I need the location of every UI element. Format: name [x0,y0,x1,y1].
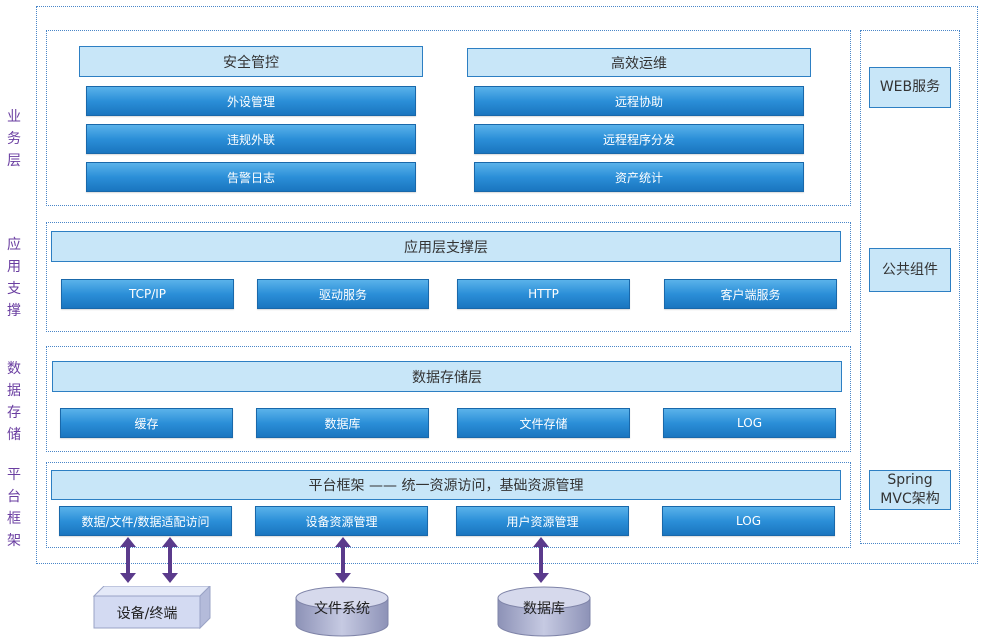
web-service-label: WEB服务 [879,79,941,95]
double-arrow-icon [162,537,178,583]
database-box: 数据库 [256,408,429,438]
peripheral-management-box: 外设管理 [86,86,416,116]
client-service-box: 客户端服务 [664,279,837,309]
double-arrow-icon [120,537,136,583]
app-support-layer-region [46,222,851,332]
storage-log-box: LOG [663,408,836,438]
file-storage-box: 文件存储 [457,408,630,438]
spring-mvc-box: Spring MVC架构 [869,470,951,510]
user-resource-box: 用户资源管理 [456,506,629,536]
double-arrow-icon [335,537,351,583]
remote-distribution-box: 远程程序分发 [474,124,804,154]
layer-label-app-support: 应用支撑 [7,237,21,319]
filesystem-cylinder-icon [295,586,389,637]
platform-log-box: LOG [662,506,835,536]
business-layer-region [46,30,851,206]
database-label: 数据库 [523,601,565,617]
common-component-box: 公共组件 [869,248,951,292]
layer-label-business: 业务层 [7,109,21,169]
filesystem-label: 文件系统 [314,601,370,617]
layer-label-platform: 平台框架 [7,467,21,549]
common-component-label: 公共组件 [882,261,938,278]
spring-label: Spring [887,472,933,488]
remote-assist-box: 远程协助 [474,86,804,116]
cache-box: 缓存 [60,408,233,438]
efficient-ops-header: 高效运维 [467,48,811,77]
device-resource-box: 设备资源管理 [255,506,428,536]
data-file-adapter-box: 数据/文件/数据适配访问 [59,506,232,536]
device-terminal-label: 设备/终端 [116,606,178,622]
data-storage-header: 数据存储层 [52,361,842,392]
asset-stats-box: 资产统计 [474,162,804,192]
tcp-ip-box: TCP/IP [61,279,234,309]
database-cylinder-icon [497,586,591,637]
layer-label-data-storage: 数据存储 [7,361,21,443]
mvc-architecture-label: MVC架构 [880,491,940,507]
side-panel-region [860,30,960,544]
double-arrow-icon [533,537,549,583]
http-box: HTTP [457,279,630,309]
platform-layer-region [46,462,851,548]
platform-header: 平台框架 —— 统一资源访问，基础资源管理 [51,470,841,500]
web-service-box: WEB服务 [869,67,951,108]
alarm-log-box: 告警日志 [86,162,416,192]
outer-frame [36,6,978,564]
security-control-header: 安全管控 [79,46,423,77]
driver-service-box: 驱动服务 [257,279,429,309]
illegal-outreach-box: 违规外联 [86,124,416,154]
data-storage-layer-region [46,346,851,452]
device-terminal-shape [92,586,211,630]
app-support-header: 应用层支撑层 [51,231,841,262]
